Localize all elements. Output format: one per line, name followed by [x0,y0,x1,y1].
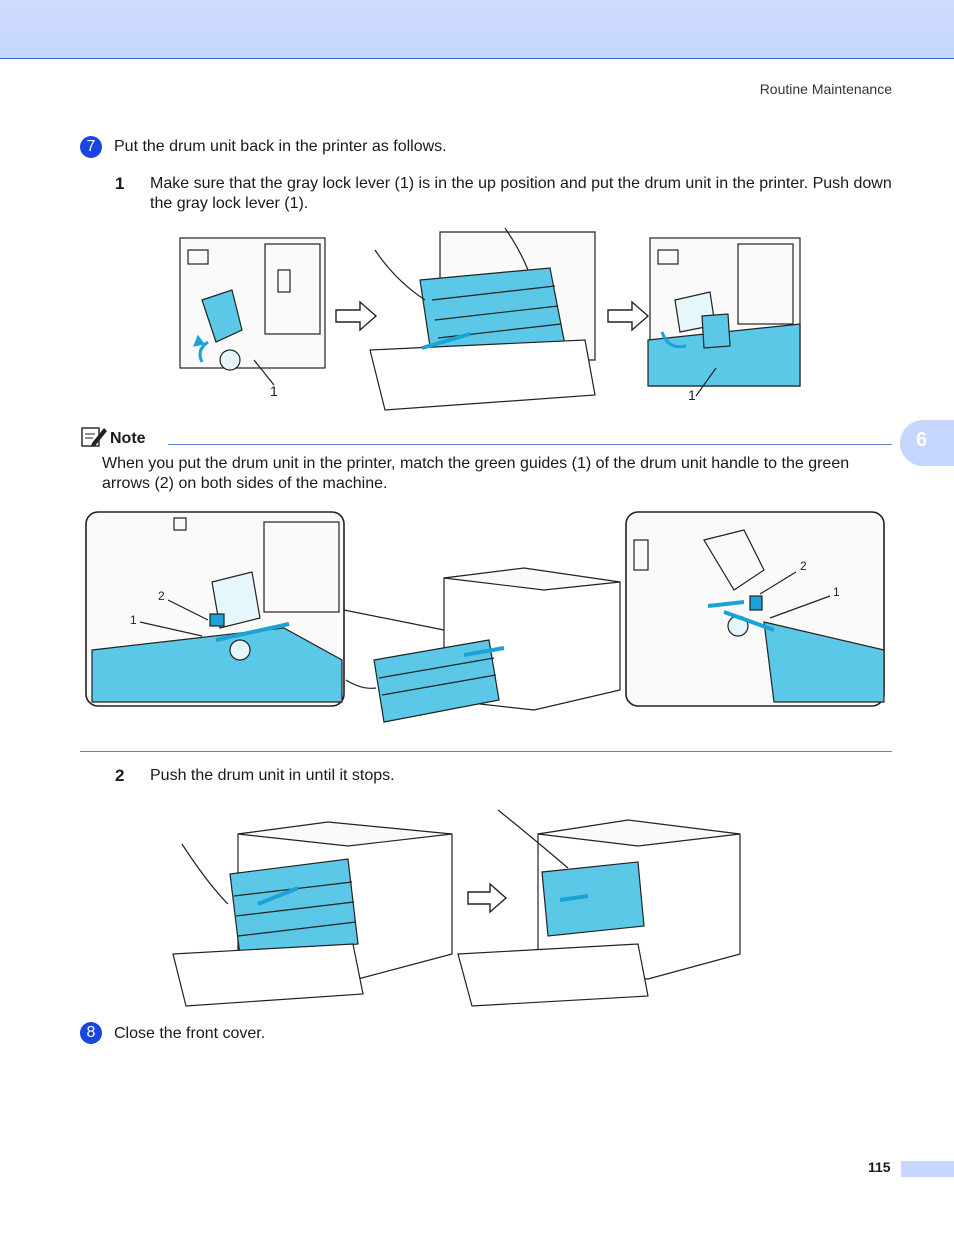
chapter-tab[interactable]: 6 [900,420,954,466]
next-arrow-icon [335,300,378,332]
note-pencil-icon [81,427,107,447]
figure-lock-lever-steps: 1 1 [179,227,801,411]
step-7-text: Put the drum unit back in the printer as… [114,138,447,155]
header-bar [0,0,954,59]
page-bar [901,1161,954,1177]
next-arrow-icon-2 [607,300,650,332]
callout-1-right: 1 [688,387,696,403]
left-guide-closeup [85,511,345,707]
next-arrow-icon-3 [467,882,508,914]
note-divider [168,444,892,445]
push-drum-right-illustration [457,809,741,1007]
section-divider [80,751,892,752]
callout-1-left: 1 [270,383,278,399]
callout-1-right-note: 1 [833,585,840,599]
step-marker-7: 7 [80,136,102,158]
step-8-text: Close the front cover. [114,1025,266,1042]
printer-center-illustration [343,567,705,723]
callout-1-left-note: 1 [130,613,137,627]
lock-lever-up-illustration [179,237,326,386]
callout-2-right: 2 [800,559,807,573]
chapter-number: 6 [916,429,928,451]
substep-1-number: 1 [115,174,125,193]
lock-lever-down-illustration [647,237,801,397]
section-title: Routine Maintenance [759,81,892,97]
substep-1-text: Make sure that the gray lock lever (1) i… [150,175,892,212]
insert-drum-illustration [369,227,596,411]
right-guide-closeup [625,511,885,707]
note-label: Note [110,430,146,447]
callout-2-left: 2 [158,589,165,603]
step-marker-8: 8 [80,1022,102,1044]
note-text: When you put the drum unit in the printe… [102,455,850,492]
figure-green-guides: 2 1 2 1 [85,511,885,723]
substep-2-number: 2 [115,766,125,785]
page-number: 115 [868,1159,891,1175]
figure-push-drum [172,809,741,1007]
substep-2-text: Push the drum unit in until it stops. [150,767,395,784]
push-drum-left-illustration [172,821,453,1007]
